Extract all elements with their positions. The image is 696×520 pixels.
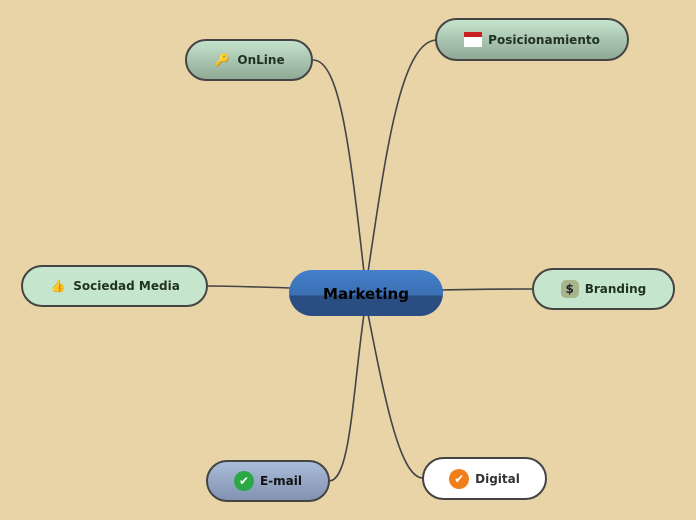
link-posicionamiento: [367, 39, 438, 273]
link-digital: [367, 313, 424, 479]
link-email: [328, 313, 365, 482]
money-bag-icon: $: [560, 280, 579, 298]
link-branding: [441, 288, 535, 291]
thumbs-up-icon: 👍: [50, 279, 66, 293]
central-topic-label: Marketing: [323, 285, 409, 303]
central-topic[interactable]: Marketing: [289, 270, 443, 316]
key-icon: 🔑: [214, 53, 230, 67]
calendar-icon: [464, 32, 483, 47]
node-label: Branding: [584, 282, 647, 296]
node-email[interactable]: ✔ E-mail: [206, 460, 330, 502]
link-sociedad: [206, 285, 291, 289]
node-digital[interactable]: ✔ Digital: [422, 457, 547, 500]
node-label: Digital: [475, 471, 520, 486]
link-online: [312, 59, 365, 273]
node-posicionamiento[interactable]: Posicionamiento: [435, 18, 629, 61]
node-branding[interactable]: $ Branding: [532, 268, 675, 310]
node-label: OnLine: [237, 53, 285, 67]
node-label: Posicionamiento: [488, 32, 600, 47]
node-online[interactable]: 🔑 OnLine: [185, 39, 313, 81]
node-sociedad-media[interactable]: 👍 Sociedad Media: [21, 265, 208, 307]
node-label: E-mail: [259, 474, 302, 488]
node-label: Sociedad Media: [73, 279, 180, 293]
check-icon: ✔: [233, 471, 254, 491]
check-orange-icon: ✔: [449, 468, 470, 489]
